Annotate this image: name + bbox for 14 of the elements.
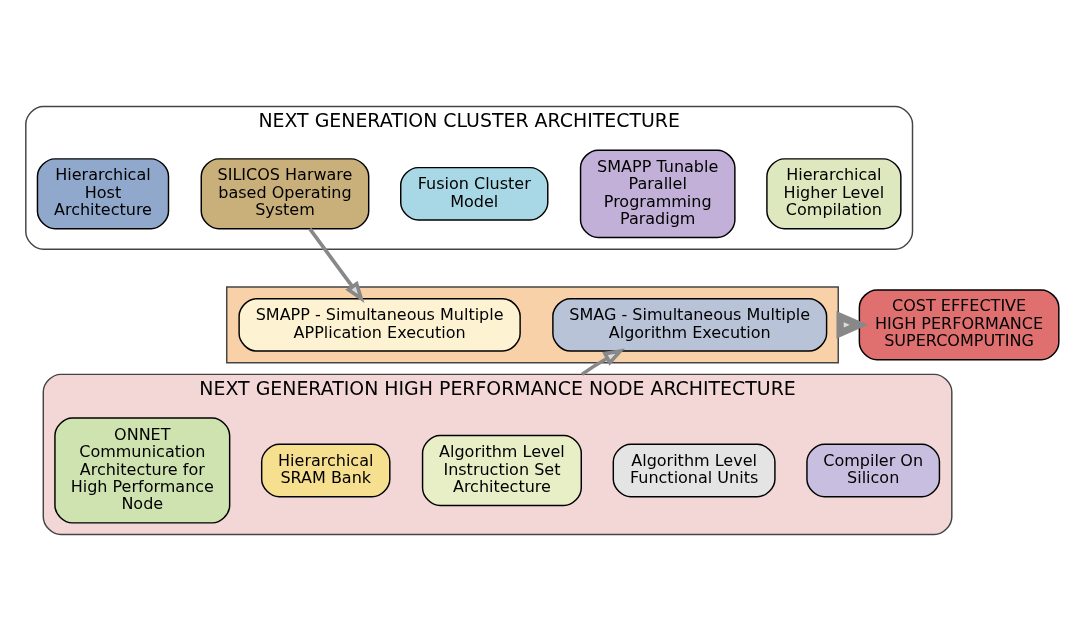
node-box: Fusion Cluster Model (400, 166, 549, 221)
node-box: COST EFFECTIVE HIGH PERFORMANCE SUPERCOMPUTING (858, 288, 1060, 361)
node-box: Algorithm Level Instruction Set Architecture (421, 434, 582, 506)
node-box: SMAPP Tunable Parallel Programming Paradigm (579, 148, 736, 238)
node-box: ONNET Communication Architecture for High Performance Node (54, 416, 231, 524)
node-box: Hierarchical Higher Level Compilation (766, 157, 902, 229)
node-box: SMAG - Simultaneous Multiple Algorithm Execution (552, 297, 828, 352)
node-box: SMAPP - Simultaneous Multiple APPlication Execution (238, 297, 521, 352)
node-box: Hierarchical Host Architecture (36, 157, 170, 229)
arrow (308, 227, 365, 303)
node-box: Hierarchical SRAM Bank (260, 443, 391, 497)
node-box: SILICOS Harware based Operating System (200, 157, 370, 229)
node-box: Algorithm Level Functional Units (612, 443, 776, 497)
node-box: Compiler On Silicon (806, 443, 941, 497)
